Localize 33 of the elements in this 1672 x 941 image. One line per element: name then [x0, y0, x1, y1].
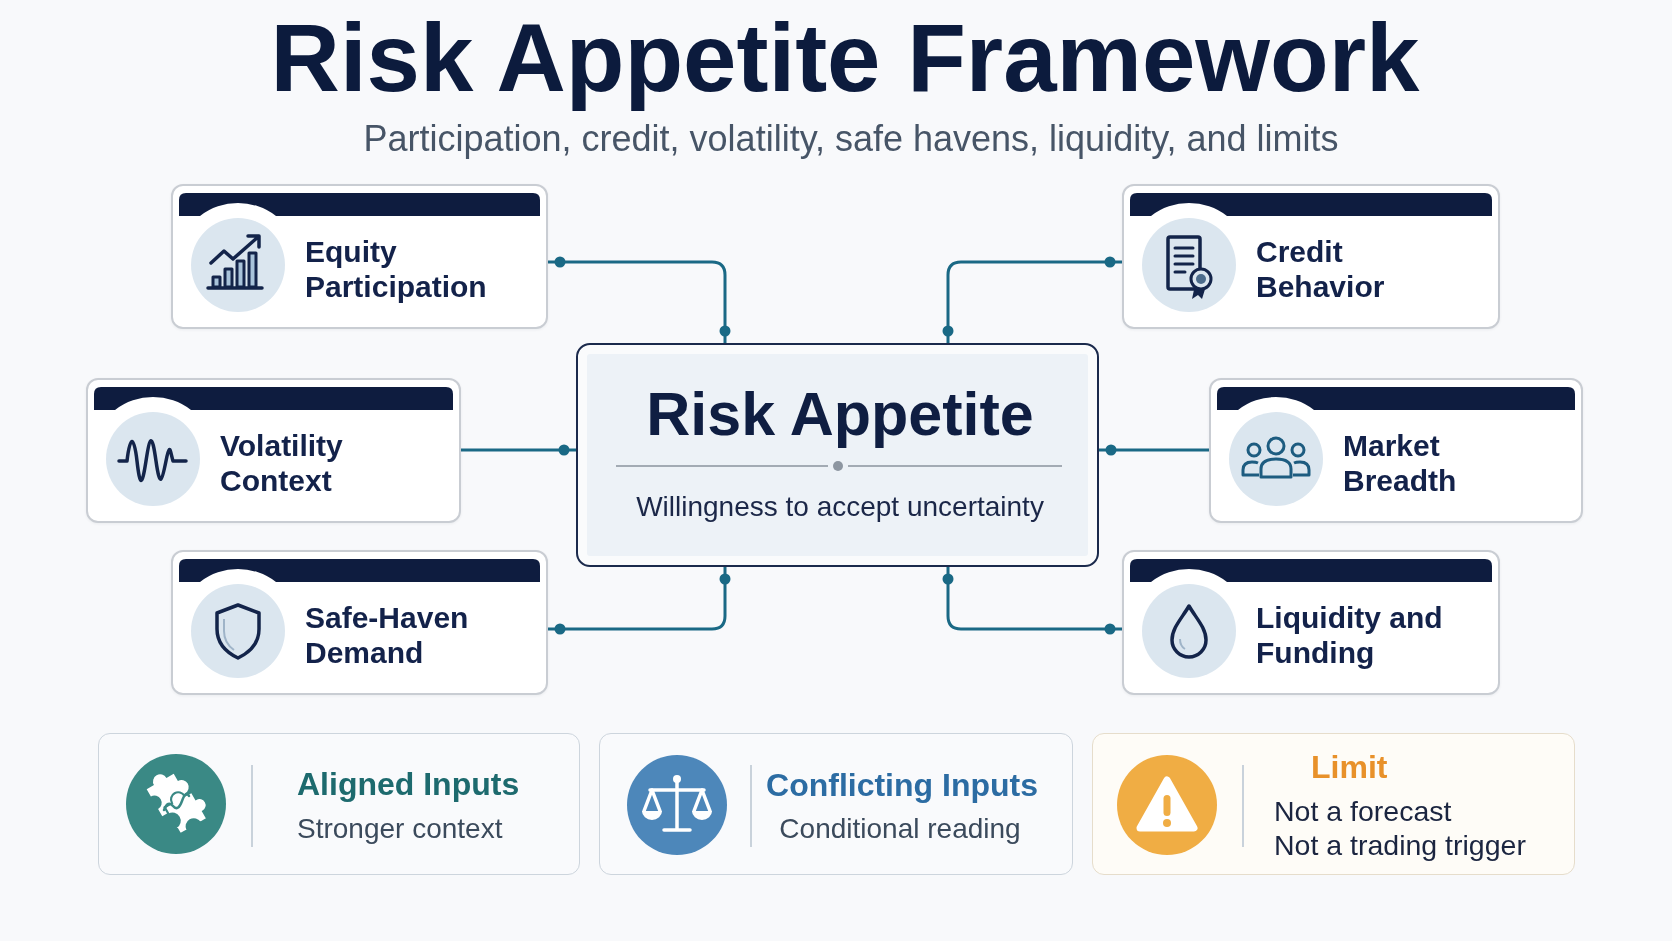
note-text: Not a forecast	[1274, 794, 1452, 828]
center-title: Risk Appetite	[646, 379, 1034, 450]
summary-panel	[599, 733, 1073, 875]
connector	[461, 444, 576, 456]
connector	[942, 567, 1122, 635]
info-card	[1209, 378, 1583, 523]
panel-title: Aligned Inputs	[297, 765, 520, 803]
panel-subtitle: Stronger context	[297, 811, 503, 845]
note-text: Not a trading trigger	[1274, 828, 1526, 862]
summary-panel	[1092, 733, 1575, 875]
info-card	[171, 550, 548, 695]
info-card	[1122, 184, 1500, 329]
connector	[942, 256, 1122, 343]
card-title: Equity Participation	[305, 234, 488, 304]
panel-title: Limit	[1311, 748, 1388, 786]
panel-subtitle: Conditional reading	[779, 811, 1021, 845]
connector	[1099, 444, 1209, 456]
card-title: Volatility Context	[220, 428, 344, 498]
info-card	[86, 378, 461, 523]
info-card	[1122, 550, 1500, 695]
card-title: Market Breadth	[1343, 428, 1458, 498]
panel-title: Conflicting Inputs	[766, 766, 1038, 804]
center-subtitle: Willingness to accept uncertainty	[636, 489, 1044, 523]
card-title: Liquidity and Funding	[1256, 600, 1444, 670]
card-title: Safe-Haven Demand	[305, 600, 470, 670]
connector	[548, 567, 731, 635]
summary-panel	[98, 733, 580, 875]
subtitle: Participation, credit, volatility, safe havens, liquidity, and limits	[363, 118, 1339, 160]
center-box	[576, 343, 1099, 567]
connector	[548, 256, 731, 343]
info-card	[171, 184, 548, 329]
page-title: Risk Appetite Framework	[270, 3, 1420, 113]
card-title: Credit Behavior	[1256, 234, 1386, 304]
